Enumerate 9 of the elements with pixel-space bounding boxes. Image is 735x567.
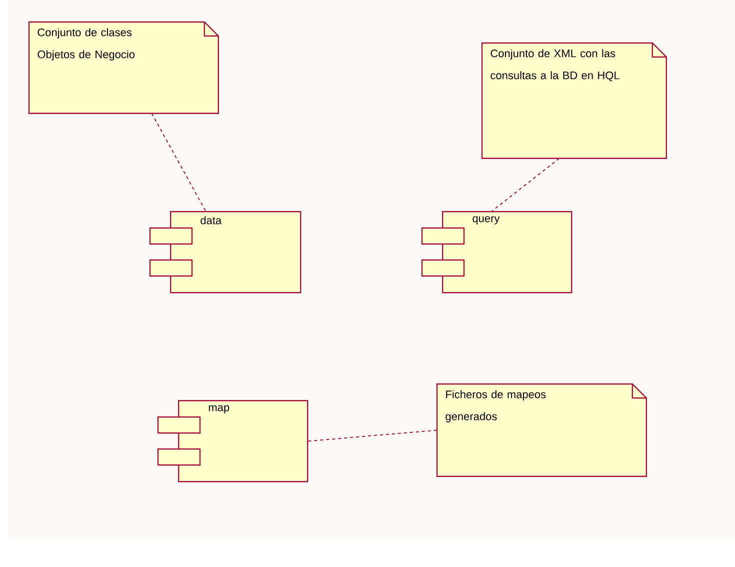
dashed-connector <box>308 430 438 442</box>
component-box: data <box>149 211 302 294</box>
dashed-connector <box>151 112 206 212</box>
note-box: Conjunto de XML con las consultas a la BD en HQL <box>481 42 667 159</box>
dashed-connector <box>492 158 560 212</box>
note-box: Ficheros de mapeos generados <box>436 383 647 477</box>
component-box: query <box>421 211 572 294</box>
note-box: Conjunto de clases Objetos de Negocio <box>28 21 219 114</box>
component-box: map <box>157 400 308 482</box>
